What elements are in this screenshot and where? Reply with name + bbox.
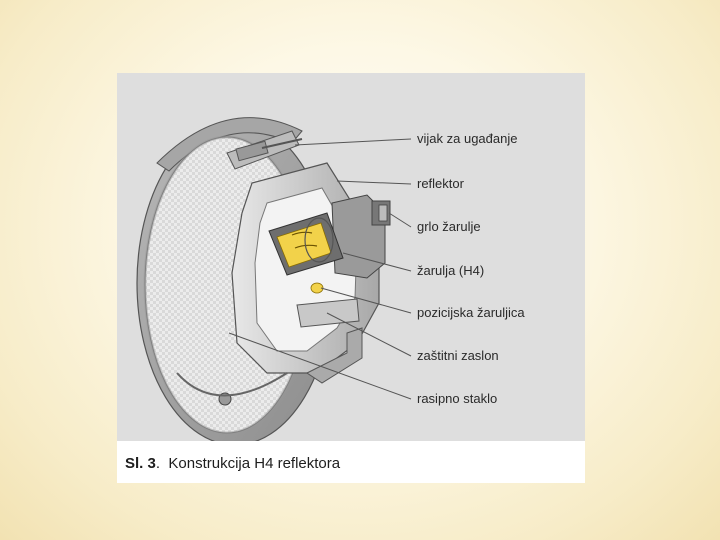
leader-line-pozicijska <box>320 287 412 314</box>
leader-line-staklo <box>228 332 412 400</box>
leader-line-vijak <box>294 138 412 146</box>
bulb-socket <box>331 194 391 279</box>
diagram-panel: vijak za ugađanje reflektor grlo žarulje… <box>117 73 585 441</box>
label-lens-glass: rasipno staklo <box>417 391 498 406</box>
label-position-bulb: pozicijska žaruljica <box>417 305 525 320</box>
label-bulb-socket: grlo žarulje <box>417 219 481 234</box>
figure-caption: Sl. 3. Konstrukcija H4 reflektora <box>125 455 340 472</box>
leader-line-reflektor <box>336 180 412 185</box>
caption-number: Sl. 3 <box>125 455 156 472</box>
leader-line-zaslon <box>326 312 412 357</box>
leader-lines <box>228 138 412 400</box>
position-bulb <box>310 282 324 294</box>
label-protective-shield: zaštitni zaslon <box>417 348 499 363</box>
headlamp-illustration <box>136 117 412 441</box>
label-reflector: reflektor <box>417 176 464 191</box>
leader-line-grlo <box>388 212 412 228</box>
figure: vijak za ugađanje reflektor grlo žarulje… <box>117 73 585 483</box>
label-adjusting-screw: vijak za ugađanje <box>417 131 518 146</box>
bottom-bracket <box>176 372 288 406</box>
caption-text: Konstrukcija H4 reflektora <box>168 455 341 472</box>
caption-separator: . <box>155 455 161 472</box>
h4-bulb <box>268 212 344 276</box>
leader-line-zarulja <box>342 252 412 272</box>
label-h4-bulb: žarulja (H4) <box>417 263 485 278</box>
